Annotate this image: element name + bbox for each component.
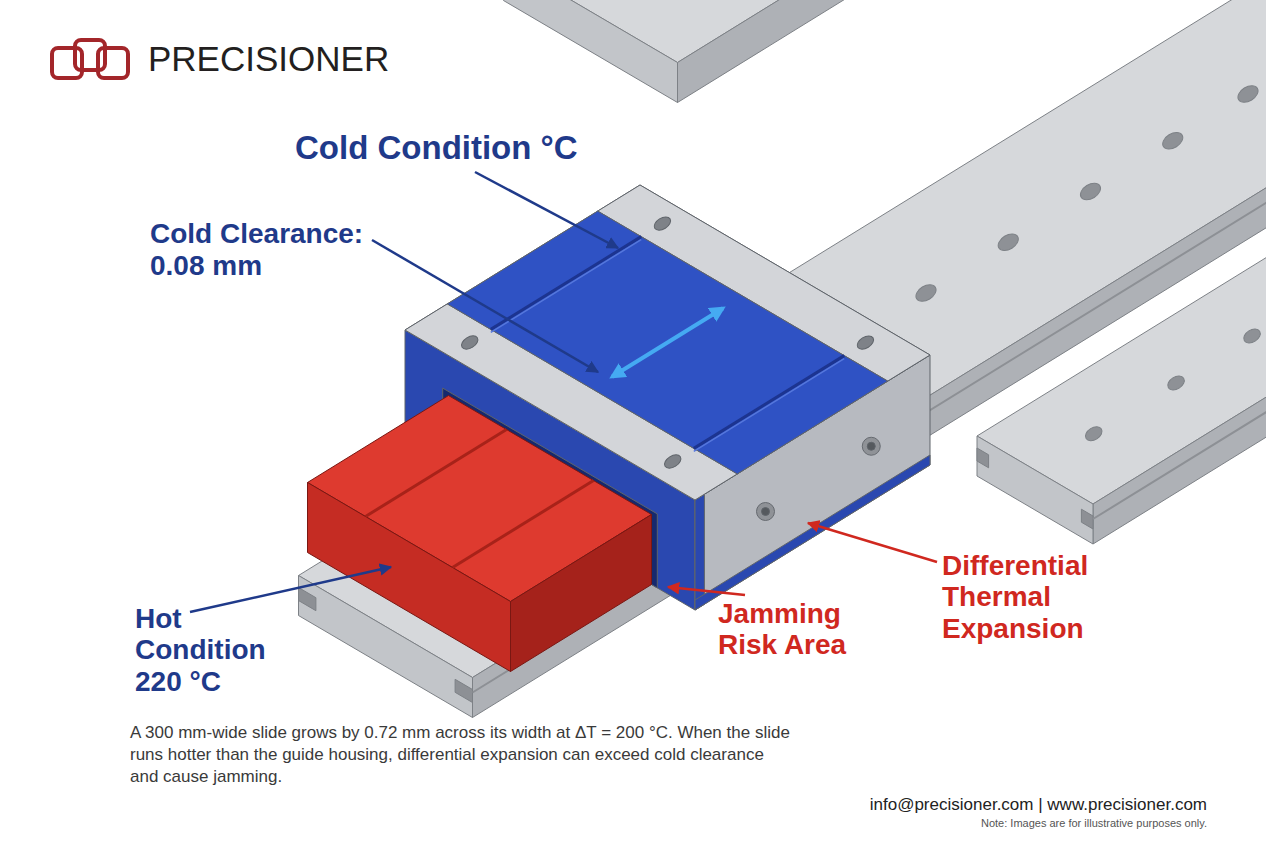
leader-lines-part [372, 240, 598, 372]
side-rail-part [977, 436, 1093, 544]
guide-rail-part [1077, 180, 1103, 203]
callout-label: Differential Thermal Expansion [942, 550, 1117, 644]
label-slot: Cold Clearance: 0.08 mm [150, 218, 390, 282]
label-slot: Cold Condition °C [295, 128, 578, 168]
label-slot: A 300 mm-wide slide grows by 0.72 mm acr… [130, 722, 790, 788]
company-logo-part [52, 48, 82, 78]
guide-rail-part [299, 0, 1266, 678]
leader-lines-part [475, 172, 618, 248]
guide-housing-part [855, 333, 876, 352]
contact-info: info@precisioner.com | www.precisioner.c… [870, 795, 1207, 815]
guide-housing-part [694, 356, 844, 449]
label-slot: Note: Images are for illustrative purpos… [981, 817, 1207, 830]
label-slot: Jamming Risk Area [718, 598, 868, 661]
side-rail-part [1165, 373, 1187, 393]
side-rail-part [1093, 113, 1266, 519]
clearance-arrow [612, 308, 723, 377]
guide-housing-part [694, 359, 844, 452]
back-rail-part [504, 0, 678, 103]
guide-housing-part [695, 494, 704, 610]
guide-rail-part [455, 679, 472, 702]
disclaimer-note: Note: Images are for illustrative purpos… [981, 817, 1207, 830]
side-rail-part [977, 448, 989, 468]
callout-label: Jamming Risk Area [718, 598, 868, 661]
guide-housing-part [652, 214, 673, 233]
side-rail-part [1241, 326, 1263, 346]
callout-label: Cold Clearance: 0.08 mm [150, 218, 390, 282]
side-rail-part [1093, 98, 1266, 544]
label-slot: PRECISIONER [148, 38, 389, 80]
leader-lines-part [190, 567, 391, 612]
guide-housing-part [662, 452, 683, 471]
guide-rail-part [299, 588, 316, 611]
hot-slide [308, 396, 652, 672]
hot-slide-part [511, 515, 652, 672]
guide-rail-part [1235, 82, 1261, 105]
label-slot: Hot Condition 220 °C [135, 603, 285, 697]
callout-label: Cold Condition °C [295, 128, 578, 168]
guide-rail-part [995, 231, 1021, 254]
caption-text: A 300 mm-wide slide grows by 0.72 mm acr… [130, 722, 790, 788]
guide-rail-part [913, 281, 939, 304]
guide-rail-part [1160, 129, 1186, 152]
hot-slide-part [308, 483, 511, 672]
leader-lines-part [668, 587, 745, 595]
company-logo [52, 40, 128, 78]
brand-name: PRECISIONER [148, 38, 389, 80]
guide-housing-part [491, 240, 641, 333]
callout-label: Hot Condition 220 °C [135, 603, 285, 697]
label-slot: info@precisioner.com | www.precisioner.c… [870, 795, 1207, 815]
company-logo-part [75, 40, 105, 70]
side-rail-part [1081, 509, 1093, 529]
guide-housing-part [762, 508, 770, 516]
side-rail-part [1083, 424, 1105, 444]
company-logo-part [98, 48, 128, 78]
hot-slide-part [453, 481, 594, 568]
guide-housing-part [459, 333, 480, 352]
label-slot: Differential Thermal Expansion [942, 550, 1117, 644]
hot-slide-part [366, 430, 507, 517]
guide-housing-part [491, 237, 641, 330]
leader-lines-part [808, 523, 937, 562]
guide-housing-part [867, 442, 875, 450]
guide-housing-part [757, 503, 775, 521]
side-rail [977, 30, 1266, 544]
guide-housing-part [862, 437, 880, 455]
